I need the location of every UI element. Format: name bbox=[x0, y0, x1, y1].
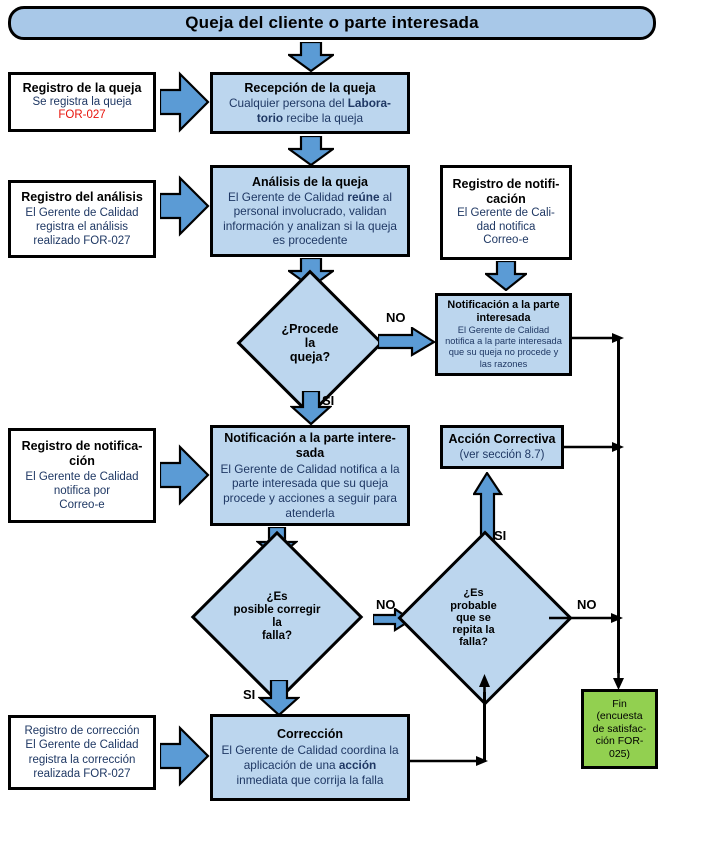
decision-repita-l5: falla? bbox=[459, 636, 488, 649]
process-accion-correctiva-title: Acción Correctiva bbox=[448, 432, 556, 447]
record-correccion-line2: El Gerente de Calidad bbox=[25, 739, 139, 752]
process-recepcion-queja-body: Cualquier persona del Labora-torio recib… bbox=[219, 96, 401, 125]
decision-procede-l1: ¿Procede bbox=[281, 322, 339, 336]
record-registro-analisis: Registro del análisis El Gerente de Cali… bbox=[8, 180, 156, 258]
process-analisis-queja-title: Análisis de la queja bbox=[251, 174, 368, 189]
decision-corregir-l4: falla? bbox=[261, 629, 293, 642]
record-notificacion-izq-line3: Correo-e bbox=[59, 498, 105, 511]
process-analisis-queja: Análisis de la queja El Gerente de Calid… bbox=[210, 165, 410, 257]
flowchart-title-text: Queja del cliente o parte interesada bbox=[185, 13, 479, 32]
decision-probable-repita-text: ¿Es probable que se repita la falla? bbox=[400, 556, 570, 680]
record-registro-analisis-title: Registro del análisis bbox=[21, 190, 143, 205]
terminator-fin-l3: de satisfac- bbox=[592, 722, 647, 735]
process-notif-si-title: Notificación a la parte intere- bbox=[224, 430, 396, 445]
record-registro-notificacion-izquierda: Registro de notifica- ción El Gerente de… bbox=[8, 428, 156, 523]
record-notificacion-izq-line1: El Gerente de Calidad bbox=[25, 470, 139, 483]
terminator-fin-l4: ción FOR- bbox=[595, 735, 644, 748]
recepcion-body-a: Cualquier persona del bbox=[229, 96, 348, 111]
record-notificacion-der-title2: cación bbox=[486, 191, 526, 206]
process-accion-correctiva-subtitle: (ver sección 8.7) bbox=[459, 448, 545, 461]
decision-corregir-l3: la bbox=[272, 617, 282, 629]
terminator-fin-l2: (encuesta bbox=[596, 710, 643, 723]
record-registro-notificacion-derecha: Registro de notifi- cación El Gerente de… bbox=[440, 165, 572, 260]
decision-procede-queja-text: ¿Procede la queja? bbox=[238, 291, 382, 395]
process-recepcion-queja: Recepción de la queja Cualquier persona … bbox=[210, 72, 410, 134]
label-repita-si: SI bbox=[494, 528, 507, 543]
decision-repita-l1: ¿Es bbox=[463, 587, 484, 600]
process-correccion-body: El Gerente de Calidad coordina la aplica… bbox=[219, 743, 401, 788]
label-corregir-no: NO bbox=[376, 597, 396, 612]
process-accion-correctiva: Acción Correctiva (ver sección 8.7) bbox=[440, 425, 564, 469]
decision-procede-l2: la bbox=[304, 336, 316, 350]
process-notificacion-si-procede: Notificación a la parte intere- sada El … bbox=[210, 425, 410, 526]
connector-right-spine bbox=[617, 337, 620, 673]
record-registro-correccion: Registro de corrección El Gerente de Cal… bbox=[8, 715, 156, 790]
record-registro-queja-form: FOR-027 bbox=[58, 109, 106, 122]
process-notif-no-body: El Gerente de Calidad notifica a la part… bbox=[445, 325, 562, 369]
arrow-correccion-to-riser bbox=[408, 756, 488, 766]
decision-posible-corregir-text: ¿Es posible corregir la falla? bbox=[178, 556, 376, 678]
record-correccion-line4: realizada FOR-027 bbox=[33, 767, 131, 780]
analisis-body-b: reúne bbox=[347, 189, 380, 204]
label-corregir-si: SI bbox=[243, 687, 256, 702]
record-correccion-line3: registra la corrección bbox=[28, 753, 136, 766]
block-arrow-registro-notif-to-notif-no bbox=[485, 261, 527, 291]
record-registro-queja-line1: Se registra la queja bbox=[32, 95, 132, 108]
block-arrow-registro-queja-to-recepcion bbox=[160, 71, 210, 133]
record-registro-analisis-line1: El Gerente de Calidad bbox=[25, 206, 139, 219]
record-registro-queja: Registro de la queja Se registra la quej… bbox=[8, 72, 156, 132]
block-arrow-title-to-recepcion bbox=[288, 42, 334, 72]
record-notificacion-izq-title: Registro de notifica- bbox=[21, 439, 143, 454]
process-correccion-title: Corrección bbox=[277, 727, 343, 742]
block-arrow-registro-correccion-to-correccion bbox=[160, 725, 210, 787]
process-notificacion-no-procede: Notificación a la parte interesada El Ge… bbox=[435, 293, 572, 376]
decision-corregir-l1: ¿Es bbox=[266, 591, 288, 604]
analisis-body-a: El Gerente de Calidad bbox=[228, 189, 348, 204]
correccion-body-b: acción bbox=[338, 757, 377, 772]
record-notificacion-der-line3: Correo-e bbox=[483, 234, 529, 247]
record-notificacion-der-title: Registro de notifi- bbox=[452, 176, 560, 191]
correccion-body-c: inmediata que corrija la falla bbox=[236, 772, 384, 787]
record-notificacion-izq-title2: ción bbox=[69, 454, 95, 469]
process-notif-si-title2: sada bbox=[295, 446, 325, 461]
label-procede-no: NO bbox=[386, 310, 406, 325]
block-arrow-procede-no bbox=[378, 327, 436, 357]
terminator-fin-l5: 025) bbox=[608, 747, 630, 760]
recepcion-body-d: recibe la queja bbox=[283, 110, 364, 125]
record-registro-queja-title: Registro de la queja bbox=[22, 81, 142, 96]
process-notif-si-body: El Gerente de Calidad notifica a la part… bbox=[220, 461, 400, 520]
block-arrow-registro-notif-izq-to-notif-si bbox=[160, 444, 210, 506]
recepcion-body-b: Labora- bbox=[347, 96, 391, 111]
correccion-body-a: El Gerente de Calidad coordina la aplica… bbox=[221, 743, 399, 772]
decision-probable-repita: ¿Es probable que se repita la falla? bbox=[397, 530, 573, 706]
decision-procede-l3: queja? bbox=[289, 350, 331, 364]
process-notif-no-title2: interesada bbox=[476, 312, 531, 325]
process-analisis-queja-body: El Gerente de Calidad reúne al personal … bbox=[221, 190, 399, 248]
process-correccion: Corrección El Gerente de Calidad coordin… bbox=[210, 714, 410, 801]
connector-correccion-riser bbox=[483, 692, 486, 762]
process-notif-no-title: Notificación a la parte bbox=[447, 299, 560, 312]
record-notificacion-der-line2: dad notifica bbox=[476, 220, 536, 233]
analisis-body-c: al personal involucrado, validan informa… bbox=[223, 189, 397, 248]
recepcion-body-c: torio bbox=[256, 110, 284, 125]
decision-repita-l4: repita la bbox=[452, 624, 495, 637]
decision-corregir-l2: posible corregir bbox=[233, 604, 321, 617]
decision-repita-l3: que se bbox=[456, 611, 491, 624]
decision-procede-queja: ¿Procede la queja? bbox=[236, 269, 384, 417]
decision-posible-corregir: ¿Es posible corregir la falla? bbox=[178, 530, 376, 704]
record-registro-analisis-line2: registra el análisis bbox=[35, 220, 129, 233]
label-procede-si: SI bbox=[322, 393, 335, 408]
record-notificacion-izq-line2: notifica por bbox=[53, 484, 111, 497]
flowchart-title-bar: Queja del cliente o parte interesada bbox=[8, 6, 656, 40]
record-registro-analisis-line3: realizado FOR-027 bbox=[33, 234, 131, 247]
record-correccion-line1: Registro de corrección bbox=[24, 725, 140, 737]
terminator-fin-l1: Fin bbox=[612, 697, 627, 710]
block-arrow-registro-analisis-to-analisis bbox=[160, 175, 210, 237]
record-notificacion-der-line1: El Gerente de Cali- bbox=[457, 206, 555, 219]
label-repita-no: NO bbox=[577, 597, 597, 612]
process-recepcion-queja-title: Recepción de la queja bbox=[244, 80, 376, 95]
block-arrow-recepcion-to-analisis bbox=[288, 136, 334, 166]
terminator-fin: Fin (encuesta de satisfac- ción FOR- 025… bbox=[581, 689, 658, 769]
decision-repita-l2: probable bbox=[450, 599, 497, 612]
